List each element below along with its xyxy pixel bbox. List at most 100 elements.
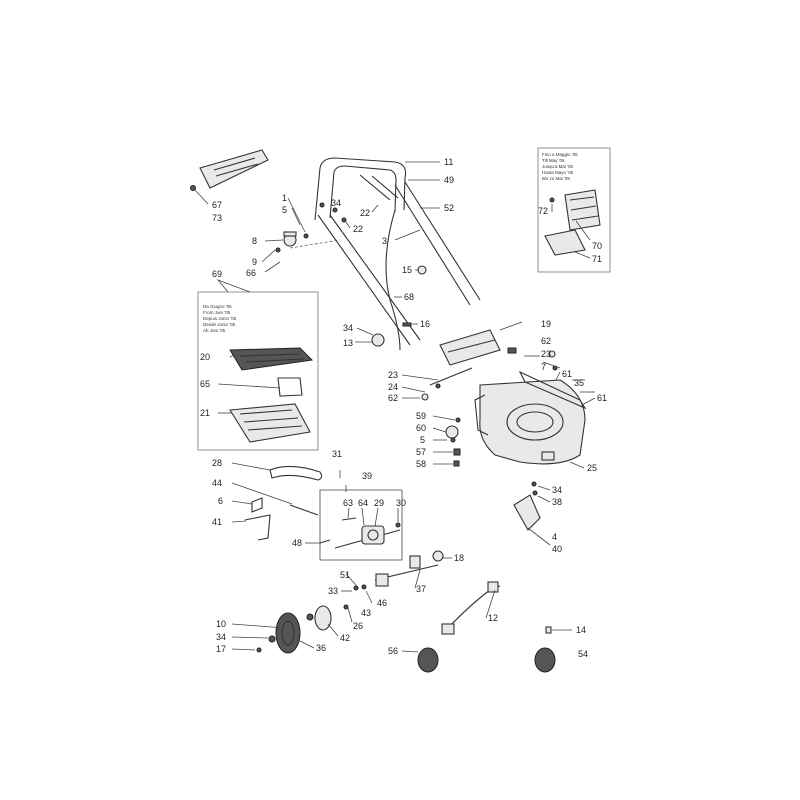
spring-44 (289, 504, 319, 516)
label-13: 13 (343, 338, 353, 348)
label-29: 29 (374, 498, 384, 508)
label-66: 66 (246, 268, 256, 278)
svg-text:Fino a Maggio '05: Fino a Maggio '05 (542, 152, 578, 157)
label-15: 15 (402, 265, 412, 275)
svg-text:Depuis Junio '05: Depuis Junio '05 (203, 316, 237, 321)
label-37: 37 (416, 584, 426, 594)
wheel-54 (534, 647, 556, 673)
rear-flap-19 (439, 329, 501, 366)
part-number-labels: 11 49 52 3 1 5 34 22 22 8 9 66 67 73 15 … (200, 157, 607, 659)
label-57: 57 (416, 447, 426, 457)
label-34b: 34 (343, 323, 353, 333)
label-25: 25 (587, 463, 597, 473)
label-70: 70 (592, 241, 602, 251)
label-8: 8 (252, 236, 257, 246)
leader-lines (217, 161, 596, 653)
label-34d: 34 (216, 632, 226, 642)
label-19: 19 (541, 319, 551, 329)
label-26: 26 (353, 621, 363, 631)
label-12: 12 (488, 613, 498, 623)
label-61b: 61 (597, 393, 607, 403)
bag-70 (564, 189, 601, 231)
pin-48 (319, 539, 331, 544)
label-62a: 62 (541, 336, 551, 346)
label-4: 4 (552, 532, 557, 542)
knob-13 (371, 333, 385, 347)
label-3: 3 (382, 236, 387, 246)
label-9: 9 (252, 257, 257, 267)
label-63: 63 (343, 498, 353, 508)
label-1: 1 (282, 193, 287, 203)
gear-42 (314, 605, 332, 631)
label-41: 41 (212, 517, 222, 527)
label-65: 65 (200, 379, 210, 389)
label-51: 51 (340, 570, 350, 580)
inset-72-notes: Fino a Maggio '05 Till May '05 Jusqu'a M… (542, 152, 578, 181)
grass-bag-bottom-21 (229, 403, 311, 443)
label-69: 69 (212, 269, 222, 279)
label-35: 35 (574, 378, 584, 388)
label-72: 72 (538, 206, 548, 216)
plate-40 (513, 494, 541, 531)
svg-text:Da Giugno '05: Da Giugno '05 (203, 304, 232, 309)
label-7: 7 (541, 362, 546, 372)
label-73: 73 (212, 213, 222, 223)
label-43: 43 (361, 608, 371, 618)
grass-bag-top-20 (229, 347, 314, 371)
wheel-adjust-60 (445, 425, 459, 439)
label-28: 28 (212, 458, 222, 468)
label-68: 68 (404, 292, 414, 302)
label-31: 31 (332, 449, 342, 459)
inset-frame-69 (197, 291, 319, 451)
wheel-56 (417, 647, 439, 673)
label-34c: 34 (552, 485, 562, 495)
svg-text:Hasta Mayo '05: Hasta Mayo '05 (542, 170, 574, 175)
lever-41 (244, 514, 271, 541)
label-22a: 22 (360, 208, 370, 218)
knob-15 (417, 265, 427, 275)
label-59: 59 (416, 411, 426, 421)
label-11: 11 (444, 157, 453, 167)
flap-71 (544, 229, 586, 256)
cable-68 (385, 209, 401, 351)
svg-text:Till May '05: Till May '05 (542, 158, 565, 163)
label-16: 16 (420, 319, 430, 329)
axle-bracket-61 (518, 370, 587, 410)
part-6 (251, 497, 263, 513)
svg-text:Ab Juni '05: Ab Juni '05 (203, 328, 226, 333)
label-6: 6 (218, 496, 223, 506)
label-40: 40 (552, 544, 562, 554)
label-18: 18 (454, 553, 464, 563)
label-71: 71 (592, 254, 602, 264)
label-38: 38 (552, 497, 562, 507)
wheel-36 (275, 612, 301, 654)
axle-bracket (375, 573, 389, 587)
pin-14 (545, 626, 552, 634)
label-14: 14 (576, 625, 586, 635)
inset-69-notes: Da Giugno '05 From Juin '05 Depuis Junio… (203, 304, 237, 333)
bushing-18 (432, 550, 444, 562)
label-22b: 22 (353, 224, 363, 234)
label-20: 20 (200, 352, 210, 362)
label-10: 10 (216, 619, 226, 629)
label-61a: 61 (562, 369, 572, 379)
rod-24 (429, 367, 473, 386)
label-34a: 34 (331, 198, 341, 208)
screw-67-icon (190, 185, 196, 191)
mower-deck-25 (474, 379, 586, 465)
svg-text:From Juin '05: From Juin '05 (203, 310, 231, 315)
label-30: 30 (396, 498, 406, 508)
svg-text:Desde Junio '05: Desde Junio '05 (203, 322, 236, 327)
label-36: 36 (316, 643, 326, 653)
label-33: 33 (328, 586, 338, 596)
label-64: 64 (358, 498, 368, 508)
label-44: 44 (212, 478, 222, 488)
drive-belt-28 (269, 465, 323, 481)
label-23b: 23 (388, 370, 398, 380)
svg-text:Jusqu'a Mai '05: Jusqu'a Mai '05 (542, 164, 573, 169)
label-62b: 62 (388, 393, 398, 403)
upper-handle-part (314, 157, 481, 346)
label-5a: 5 (282, 205, 287, 215)
label-52: 52 (444, 203, 454, 213)
